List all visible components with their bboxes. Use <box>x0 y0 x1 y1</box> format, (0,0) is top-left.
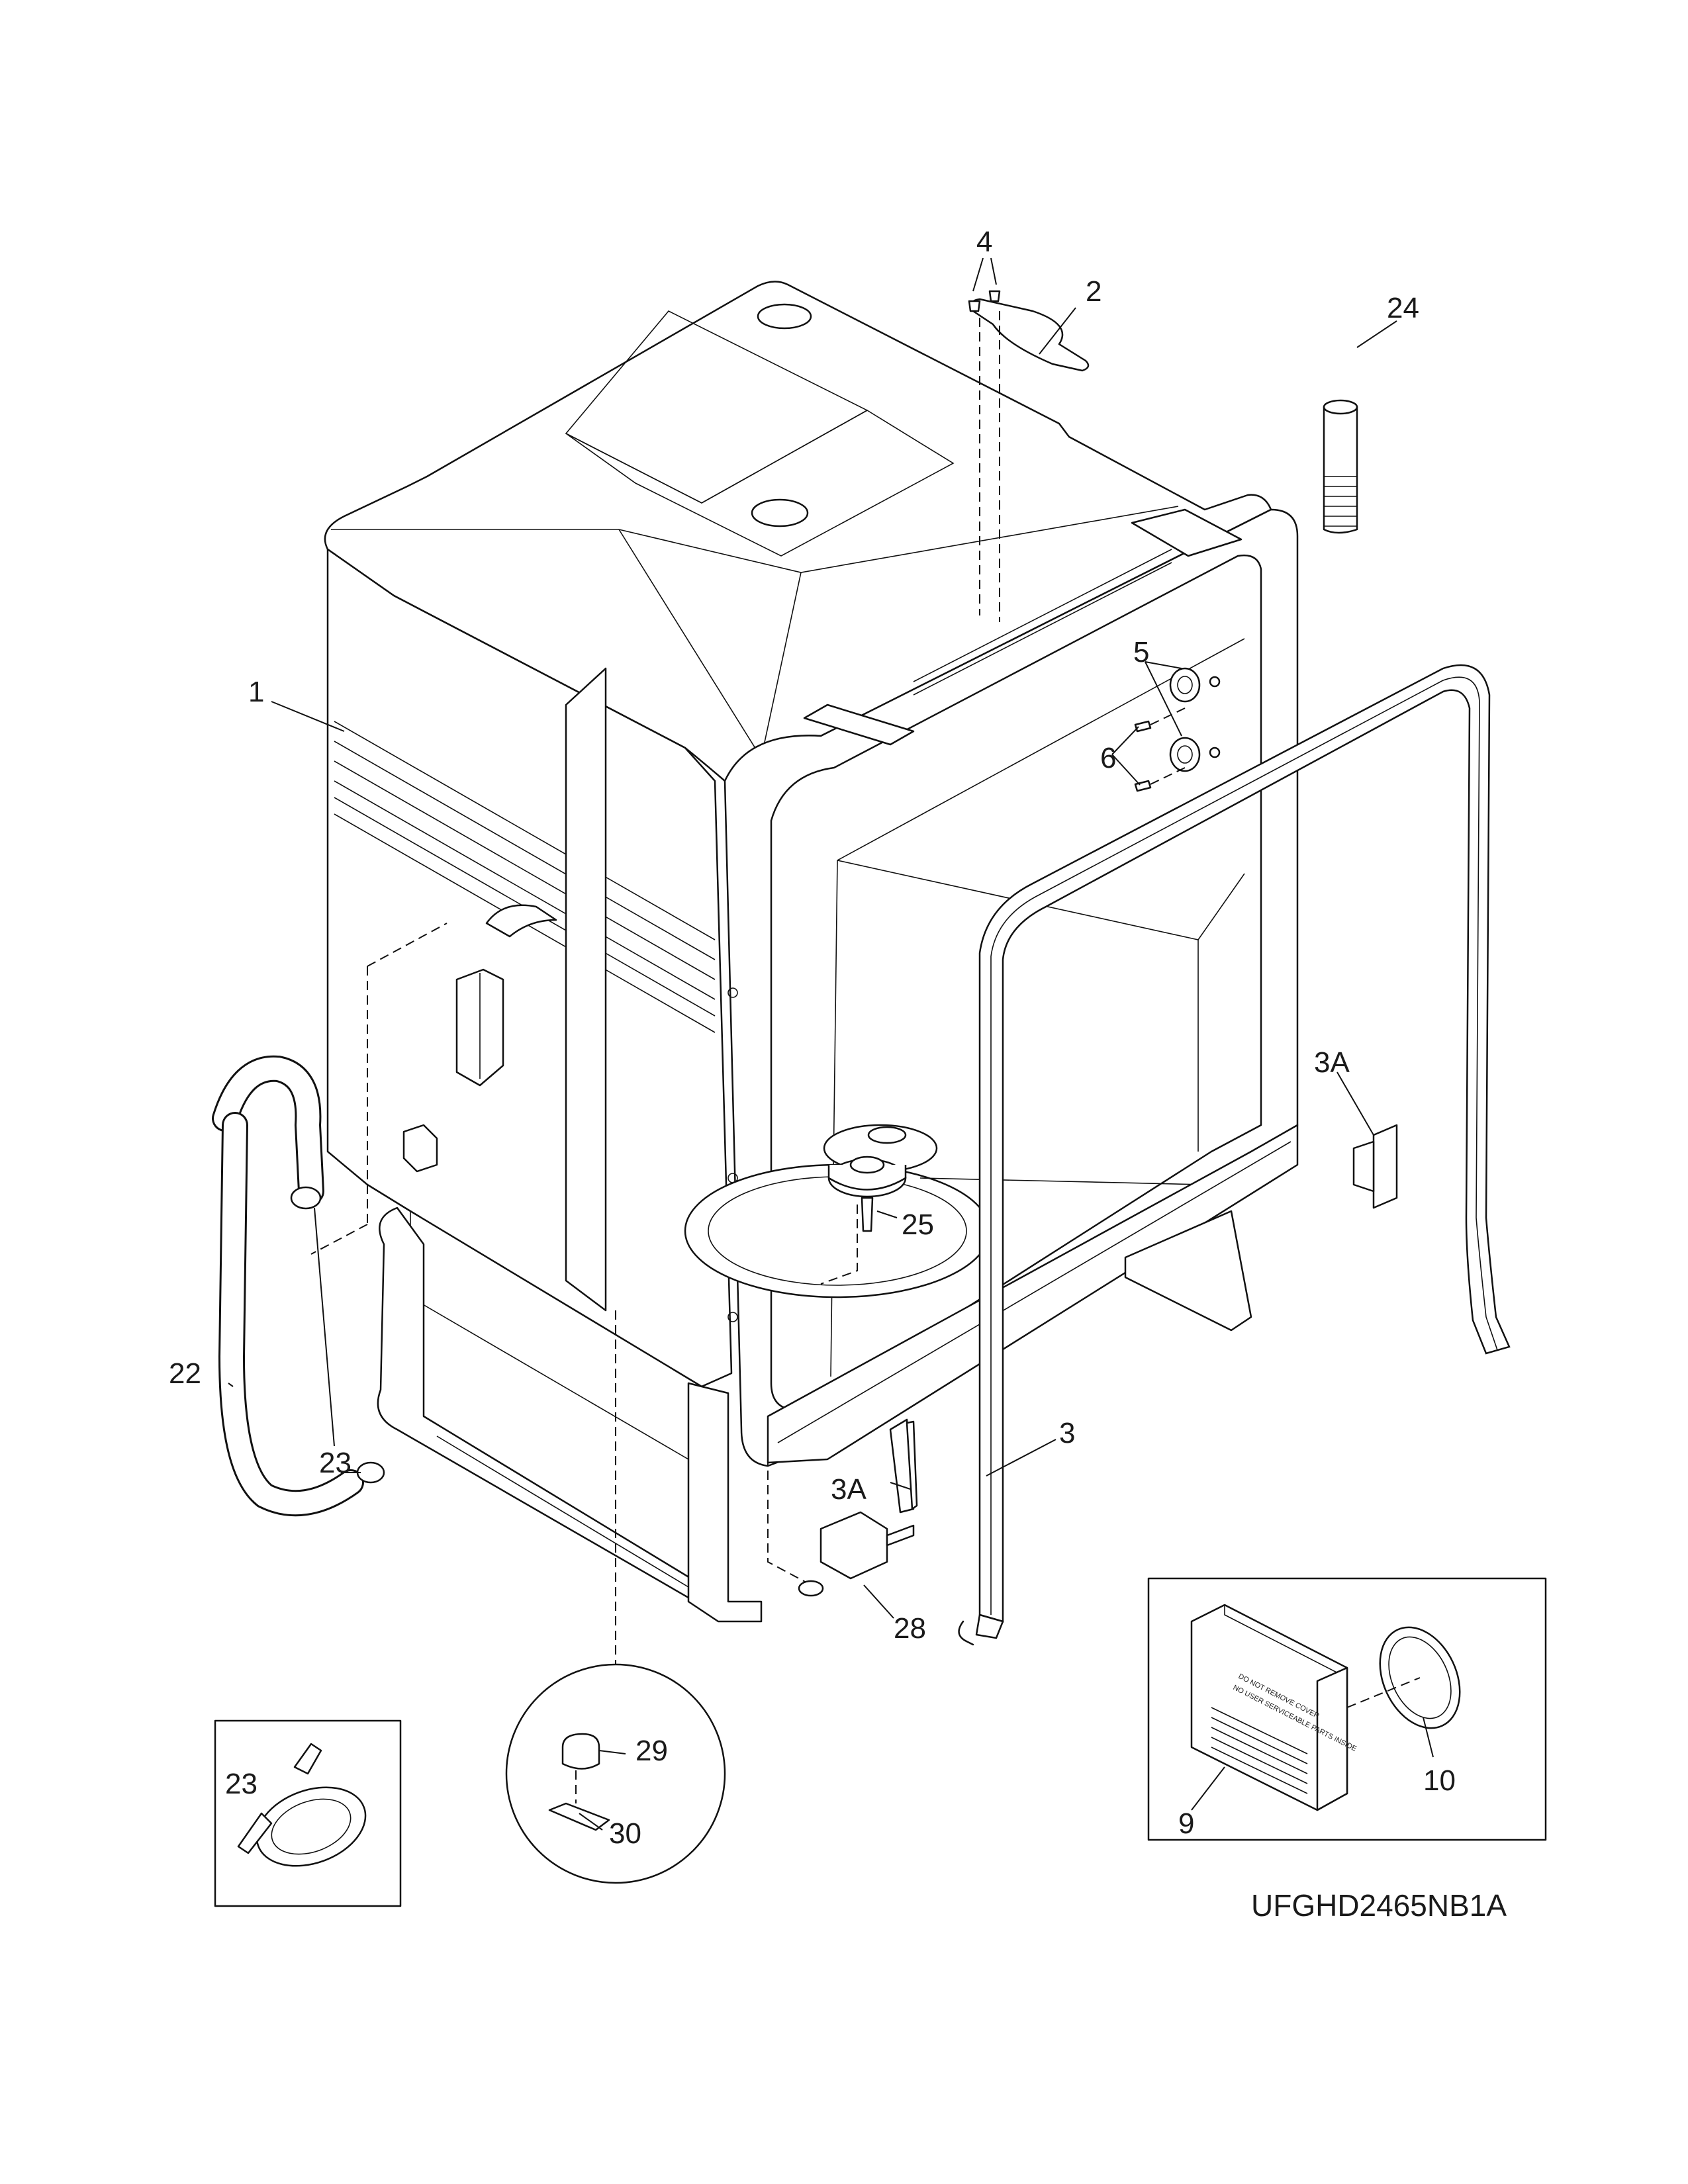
vent-slots <box>1211 1707 1308 1794</box>
rack-stops-and-screws <box>1134 667 1221 792</box>
callout-23-detail: 23 <box>225 1768 258 1800</box>
float-microswitch <box>798 1511 915 1597</box>
callout-25: 25 <box>902 1208 934 1241</box>
control-cover-detail: DO NOT REMOVE COVER NO USER SERVICEABLE … <box>1147 1577 1547 1841</box>
callout-4: 4 <box>976 226 992 258</box>
callout-3: 3 <box>1059 1417 1075 1449</box>
callout-10: 10 <box>1423 1764 1456 1797</box>
callout-23-hose: 23 <box>319 1447 352 1479</box>
callout-1: 1 <box>248 676 264 708</box>
leader-lines <box>228 257 1434 1831</box>
fill-tube-ribs <box>1324 476 1357 527</box>
model-number: UFGHD2465NB1A <box>1251 1888 1507 1923</box>
fill-tube <box>1323 399 1358 534</box>
callout-28: 28 <box>894 1612 926 1645</box>
door-gasket <box>958 664 1511 1646</box>
callout-2: 2 <box>1086 275 1102 308</box>
callout-22: 22 <box>169 1357 201 1390</box>
callout-5: 5 <box>1133 636 1149 668</box>
callout-9: 9 <box>1178 1807 1194 1840</box>
hose-clamp-detail <box>214 1719 402 1907</box>
top-mounting-bracket <box>968 290 1090 622</box>
callout-6: 6 <box>1100 742 1116 774</box>
callout-29: 29 <box>635 1735 668 1767</box>
tub-assembly <box>310 281 1299 1668</box>
gasket-clip-center <box>889 1418 918 1514</box>
door-switch-detail <box>505 1663 726 1884</box>
drain-hose <box>212 1055 385 1517</box>
callout-3a-center: 3A <box>831 1473 867 1506</box>
callout-3a-right: 3A <box>1314 1046 1350 1079</box>
callout-30: 30 <box>609 1817 641 1850</box>
callout-24: 24 <box>1387 292 1419 324</box>
float-switch <box>827 1156 907 1232</box>
gasket-clip-right <box>1352 1124 1398 1209</box>
